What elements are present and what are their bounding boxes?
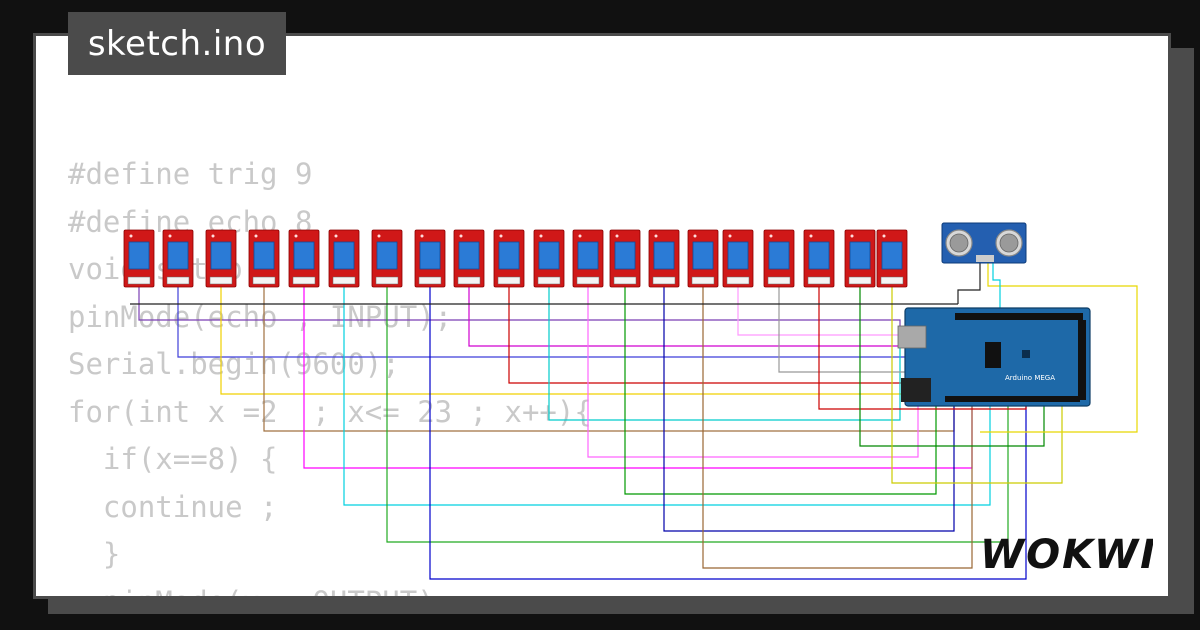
relay-terminal [332,276,356,285]
relay-coil [128,241,150,270]
wire [220,287,937,395]
filename-label: sketch.ino [87,23,267,64]
code-line: } [68,537,121,571]
relay-coil [293,241,315,270]
ultrasonic-mesh [949,233,969,253]
code-line: for(int x =2 ; x<= 23 ; x++){ [68,394,592,429]
relay-led [129,234,133,238]
small-chip [1022,350,1030,358]
relay-led [728,234,732,238]
relay-coil [881,241,903,270]
relay-led [254,234,258,238]
wire [980,262,1138,433]
code-line: continue ; [68,489,278,524]
relay-led [809,234,813,238]
usb-port [897,325,927,349]
ultrasonic-mesh [999,233,1019,253]
wire [702,287,973,569]
relay-terminal [166,276,190,285]
relay-terminal [209,276,233,285]
relay-terminal [127,276,151,285]
relay-led [850,234,854,238]
relay-led [654,234,658,238]
relay-terminal [726,276,750,285]
wokwi-logo-text: WOKWI [980,532,1153,576]
relay-led [539,234,543,238]
relay-coil [333,241,355,270]
relay-terminal [880,276,904,285]
code-line: if(x==8) { [68,442,278,476]
relay-coil [808,241,830,270]
relay-coil [253,241,275,270]
relay-coil [768,241,790,270]
wire [957,262,981,304]
wire [429,287,1027,580]
relay-terminal [652,276,676,285]
relay-coil [210,241,232,270]
relay-terminal [848,276,872,285]
wire [663,287,955,532]
filename-tab: sketch.ino [68,12,286,75]
wokwi-logo: WOKWI [980,532,1153,576]
code-line: pinMode(x , OUTPUT); [68,579,592,597]
relay-coil [692,241,714,270]
wire [303,287,973,469]
header-pins-right [1078,320,1086,400]
relay-led [615,234,619,238]
relay-led [693,234,697,238]
wire [138,287,901,330]
relay-coil [653,241,675,270]
relay-coil [849,241,871,270]
relay-terminal [457,276,481,285]
wire [343,287,991,506]
relay-coil [419,241,441,270]
circuit-diagram: Arduino MEGA [123,222,1138,580]
relay-terminal [576,276,600,285]
relay-led [211,234,215,238]
header-pins-bottom [945,396,1080,402]
wire [992,262,1001,310]
relay-terminal [418,276,442,285]
code-line: pinMode(echo , INPUT); [68,299,453,334]
relay-led [578,234,582,238]
relay-coil [376,241,398,270]
relay-terminal [375,276,399,285]
relay-led [882,234,886,238]
relay-coil [498,241,520,270]
relay-coil [538,241,560,270]
relay-coil [577,241,599,270]
relay-terminal [691,276,715,285]
relay-terminal [497,276,521,285]
relay-led [769,234,773,238]
relay-led [294,234,298,238]
wire [624,287,937,495]
wire [548,287,901,421]
relay-terminal [252,276,276,285]
relay-terminal [537,276,561,285]
relay-led [334,234,338,238]
relay-led [499,234,503,238]
relay-led [459,234,463,238]
relay-led [420,234,424,238]
relay-terminal [807,276,831,285]
relay-led [168,234,172,238]
relay-terminal [292,276,316,285]
relay-terminal [613,276,637,285]
relay-led [377,234,381,238]
power-jack [901,378,931,402]
code-line: #define trig 9 [68,157,313,191]
sensor-pins [976,255,994,262]
relay-coil [614,241,636,270]
header-pins-top [955,313,1083,320]
relay-coil [167,241,189,270]
relay-terminal [767,276,791,285]
board-label: Arduino MEGA [1005,374,1055,382]
mcu-chip [985,342,1001,368]
relay-coil [458,241,480,270]
wire [386,287,1009,543]
relay-coil [727,241,749,270]
